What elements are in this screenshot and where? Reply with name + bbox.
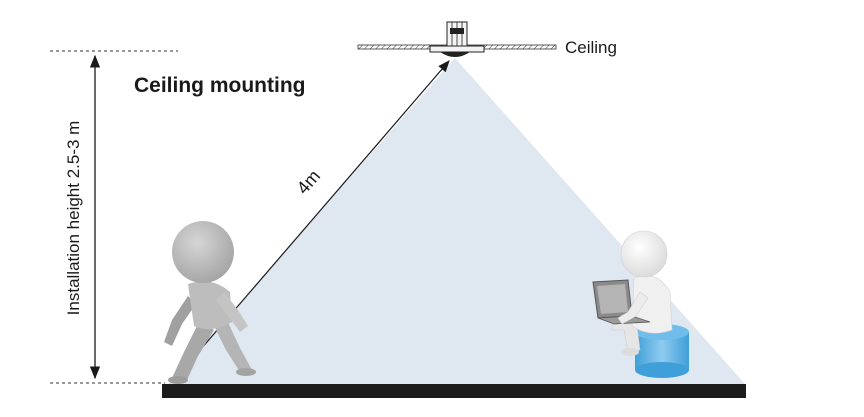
distance-label: 4m bbox=[293, 166, 325, 198]
walking-person-icon bbox=[164, 221, 256, 384]
height-label: Installation height 2.5-3 m bbox=[64, 121, 83, 316]
floor bbox=[162, 384, 746, 398]
seated-person-with-laptop-icon bbox=[592, 230, 689, 378]
diagram-title: Ceiling mounting bbox=[134, 74, 305, 97]
ceiling-sensor-icon bbox=[429, 21, 485, 57]
ceiling-label: Ceiling bbox=[565, 38, 617, 57]
